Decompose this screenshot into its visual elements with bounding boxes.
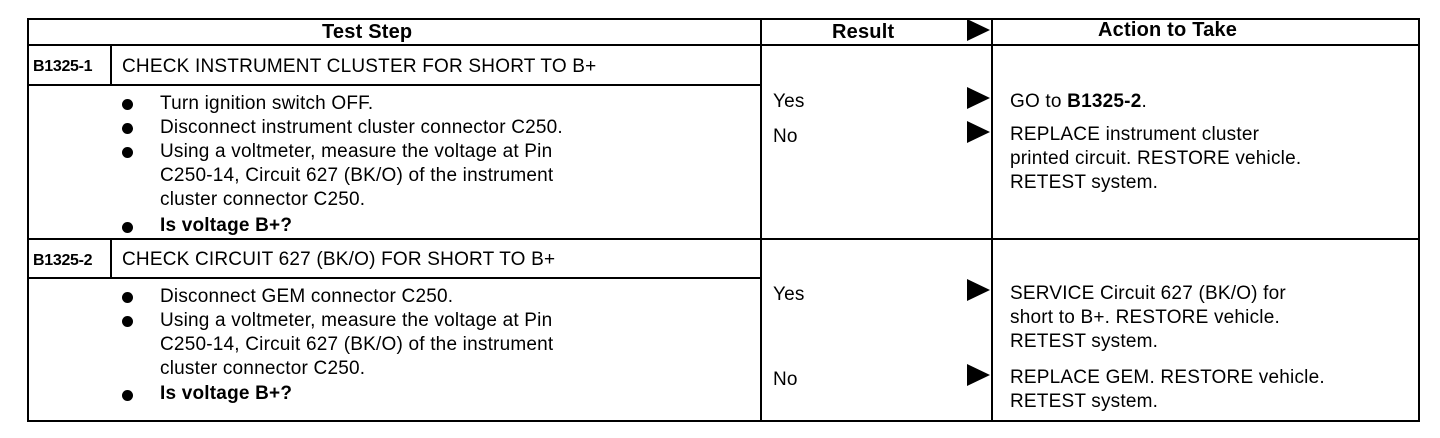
step2-bullet-2: Using a voltmeter, measure the voltage a…: [160, 310, 553, 331]
step1-title-rule: [27, 84, 762, 86]
step1-result-yes: Yes: [773, 91, 805, 112]
header-result: Result: [832, 21, 895, 43]
step1-result-no: No: [773, 126, 798, 147]
bullet-icon: [122, 123, 133, 134]
table-left-border: [27, 18, 29, 422]
step2-action-yes-line3: RETEST system.: [1010, 331, 1159, 352]
step2-bullet-2-cont: C250-14, Circuit 627 (BK/O) of the instr…: [160, 334, 554, 355]
step2-id-divider: [110, 239, 112, 279]
step1-question: Is voltage B+?: [160, 215, 293, 236]
step2-action-yes-line2: short to B+. RESTORE vehicle.: [1010, 307, 1280, 328]
step2-action-no-line2: RETEST system.: [1010, 391, 1159, 412]
step2-title-rule: [27, 277, 762, 279]
bullet-icon: [122, 147, 133, 158]
step1-action-no-line3: RETEST system.: [1010, 172, 1159, 193]
header-arrow-icon: [967, 19, 990, 41]
step1-bullet-1: Turn ignition switch OFF.: [160, 93, 374, 114]
result-arrow-icon: [967, 279, 990, 301]
result-arrow-icon: [967, 121, 990, 143]
result-arrow-icon: [967, 87, 990, 109]
result-arrow-icon: [967, 364, 990, 386]
table-right-border: [1418, 18, 1420, 422]
bullet-icon: [122, 99, 133, 110]
step2-title: CHECK CIRCUIT 627 (BK/O) FOR SHORT TO B+: [122, 249, 556, 270]
bullet-icon: [122, 222, 133, 233]
table-top-border: [27, 18, 1420, 20]
step1-action-no-line2: printed circuit. RESTORE vehicle.: [1010, 148, 1302, 169]
header-test-step: Test Step: [322, 21, 413, 43]
step1-bullet-3-cont: C250-14, Circuit 627 (BK/O) of the instr…: [160, 165, 554, 186]
bullet-icon: [122, 292, 133, 303]
step2-question: Is voltage B+?: [160, 383, 293, 404]
diagnostic-table: Test Step Result Action to Take B1325-1 …: [27, 18, 1420, 422]
table-bottom-border: [27, 420, 1420, 422]
step1-title: CHECK INSTRUMENT CLUSTER FOR SHORT TO B+: [122, 56, 597, 77]
step2-result-yes: Yes: [773, 284, 805, 305]
header-bottom-rule: [27, 44, 1420, 46]
step1-id: B1325-1: [33, 58, 93, 75]
result-column-divider: [760, 18, 762, 422]
step1-action-yes: GO to B1325-2.: [1010, 91, 1147, 112]
step1-id-divider: [110, 45, 112, 85]
step2-action-no-line1: REPLACE GEM. RESTORE vehicle.: [1010, 367, 1325, 388]
step2-bullet-1: Disconnect GEM connector C250.: [160, 286, 454, 307]
step1-bullet-2: Disconnect instrument cluster connector …: [160, 117, 563, 138]
step2-bullet-2-cont2: cluster connector C250.: [160, 358, 366, 379]
header-action: Action to Take: [1098, 19, 1238, 41]
step-reference: B1325-2: [1067, 91, 1142, 112]
step1-action-no-line1: REPLACE instrument cluster: [1010, 124, 1260, 145]
step2-result-no: No: [773, 369, 798, 390]
bullet-icon: [122, 390, 133, 401]
step2-id: B1325-2: [33, 252, 93, 269]
step1-bullet-3-cont2: cluster connector C250.: [160, 189, 366, 210]
step-divider-rule: [27, 238, 1420, 240]
bullet-icon: [122, 316, 133, 327]
step2-action-yes-line1: SERVICE Circuit 627 (BK/O) for: [1010, 283, 1286, 304]
action-column-divider: [991, 18, 993, 422]
step1-bullet-3: Using a voltmeter, measure the voltage a…: [160, 141, 553, 162]
